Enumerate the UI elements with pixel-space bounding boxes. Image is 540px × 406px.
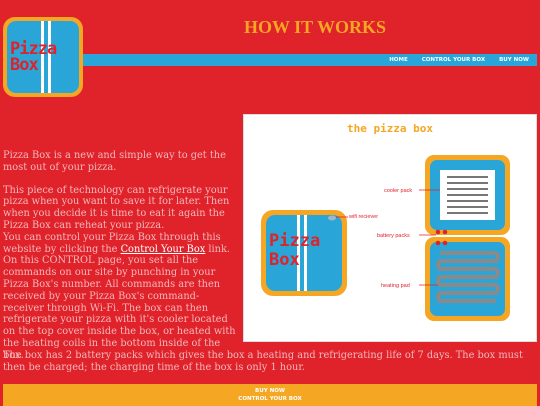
page-title: HOW IT WORKS — [244, 17, 387, 37]
diagram-title: the pizza box — [347, 122, 433, 135]
intro-p3-lead: You can control your Pizza Box through t… — [3, 231, 221, 255]
logo-word-box: Box — [10, 55, 39, 75]
heating-coil-icon — [436, 251, 500, 303]
battery-pack-icon — [435, 240, 441, 246]
label-wifi-receiver: wifi reciever — [348, 214, 378, 220]
logo-stripe-inner — [44, 21, 48, 93]
nav-buy-now[interactable]: BUY NOW — [499, 57, 529, 63]
wifi-receiver-icon — [328, 215, 336, 221]
logo-word-pizza: Pizza — [10, 39, 57, 59]
top-nav: HOME CONTROL YOUR BOX BUY NOW — [83, 54, 537, 66]
battery-pack-icon — [442, 229, 448, 235]
label-heating-pad: heating pad — [381, 283, 410, 289]
battery-pack-icon — [435, 229, 441, 235]
diagram-logo: Pizza Box — [261, 210, 347, 296]
site-logo[interactable]: Pizza Box — [3, 17, 83, 97]
battery-note: The box has 2 battery packs which gives … — [3, 350, 523, 373]
control-your-box-link[interactable]: Control Your Box — [120, 243, 206, 255]
intro-paragraph-2: This piece of technology can refrigerate… — [3, 184, 230, 231]
intro-text: Pizza Box is a new and simple way to get… — [3, 150, 240, 362]
diagram-logo-word-box: Box — [269, 250, 300, 270]
nav-home[interactable]: HOME — [389, 57, 408, 63]
footer-control-your-box[interactable]: CONTROL YOUR BOX — [238, 396, 302, 402]
diagram-bottom-box — [425, 237, 510, 321]
diagram-top-box — [425, 155, 510, 235]
footer-nav: BUY NOW CONTROL YOUR BOX — [3, 384, 537, 406]
battery-pack-icon — [442, 240, 448, 246]
pizza-box-diagram: the pizza box Pizza Box — [243, 114, 537, 342]
nav-control-your-box[interactable]: CONTROL YOUR BOX — [421, 57, 486, 63]
footer-buy-now[interactable]: BUY NOW — [255, 388, 285, 394]
label-battery-packs: battery packs — [377, 233, 410, 239]
intro-paragraph-1: Pizza Box is a new and simple way to get… — [3, 150, 226, 173]
cooler-pack-icon — [447, 176, 488, 214]
intro-p3-rest: link. On this CONTROL page, you set all … — [3, 243, 236, 361]
logo-wordmark: Pizza Box — [10, 39, 57, 75]
diagram-illustration: the pizza box Pizza Box — [261, 122, 510, 321]
diagram-leader-lines — [336, 189, 440, 286]
intro-paragraph-3: You can control your Pizza Box through t… — [3, 232, 240, 362]
label-cooler-pack: cooler pack — [384, 188, 412, 194]
logo-tile: Pizza Box — [7, 21, 79, 93]
diagram-logo-word-pizza: Pizza — [269, 231, 320, 251]
